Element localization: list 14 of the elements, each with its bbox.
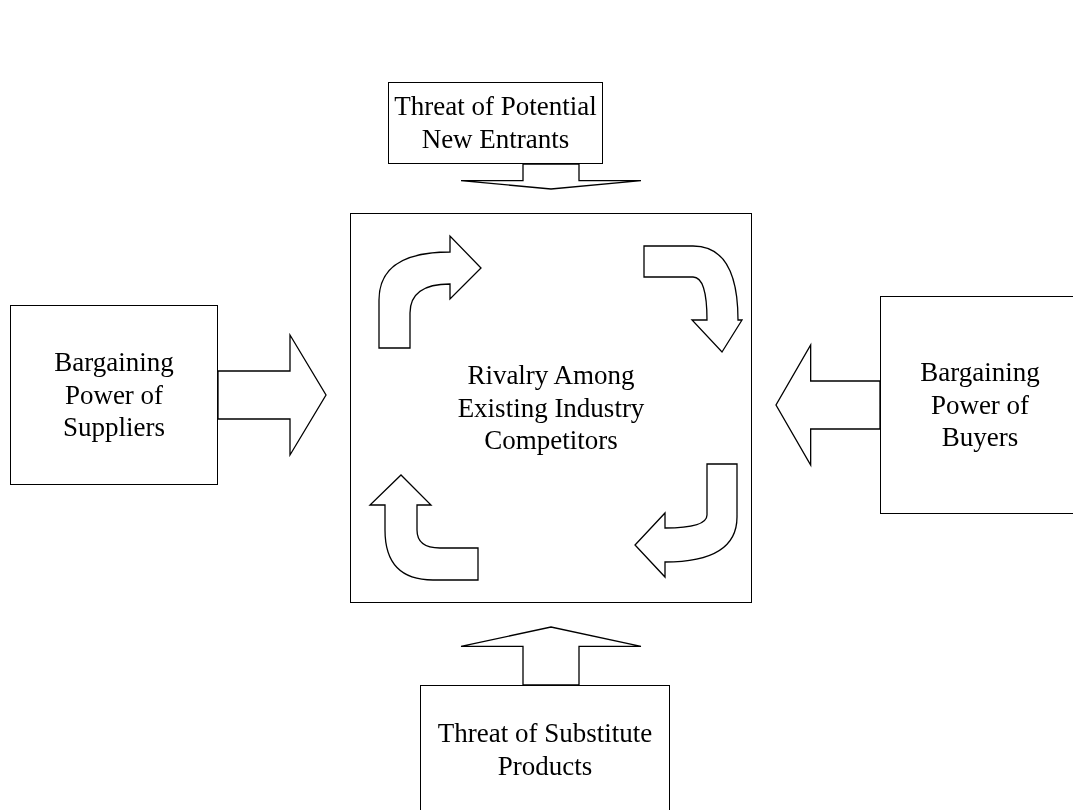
block-arrow <box>217 332 327 458</box>
block-arrow <box>460 163 642 190</box>
center-box <box>350 213 752 603</box>
block-arrow <box>775 342 881 468</box>
node-text: Threat of Potential New Entrants <box>393 90 598 156</box>
force-box <box>420 685 670 810</box>
force-box <box>880 296 1073 514</box>
force-box <box>10 305 218 485</box>
node-text: Bargaining Power of Suppliers <box>53 345 175 445</box>
node-text: Bargaining Power of Buyers <box>919 355 1041 455</box>
node-text: Threat of Substitute Products <box>436 717 654 783</box>
force-box <box>388 82 603 164</box>
node-text: Rivalry Among Existing Industry Competitors <box>456 358 646 458</box>
block-arrow <box>460 626 642 686</box>
